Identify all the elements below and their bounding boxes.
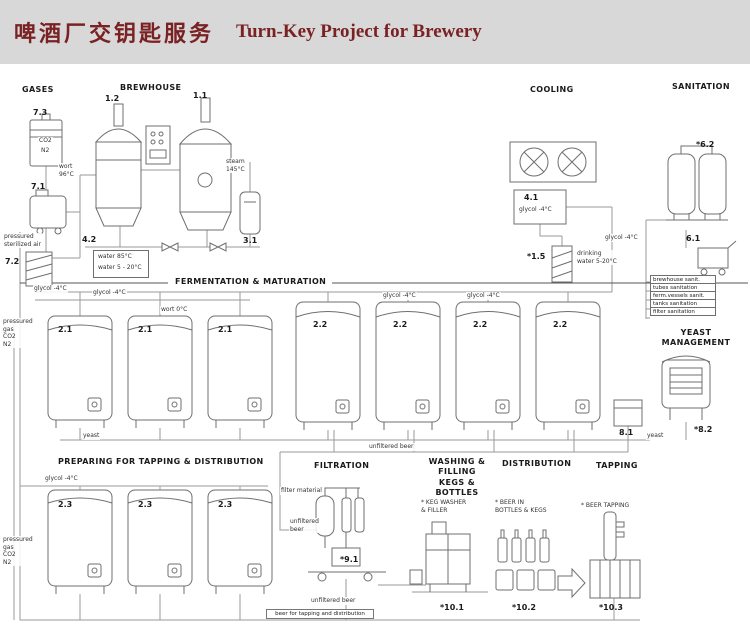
cooling-unit-vessel <box>509 141 597 183</box>
maturation-tank <box>455 301 521 431</box>
tank-label-2-1: 2.1 <box>218 325 233 334</box>
tank-label-2-2: 2.2 <box>393 320 408 329</box>
water-85-label: water 85°C <box>97 253 133 261</box>
sanitation-item: filter sanitation <box>650 307 716 316</box>
section-distribution: DISTRIBUTION <box>502 459 572 468</box>
beer-line-label: beer for tapping and distribution <box>266 609 374 619</box>
maturation-tank <box>375 301 441 431</box>
glycol-temp-label: glycol -4°C <box>33 285 68 293</box>
keg-washer-vessel <box>409 521 471 592</box>
tank-label-2-3: 2.3 <box>138 500 153 509</box>
section-brewhouse: BREWHOUSE <box>120 83 182 92</box>
water-treatment-vessel <box>551 245 573 283</box>
glycol-temp-label: glycol -4°C <box>604 234 639 242</box>
label-3-1: 3.1 <box>243 236 258 245</box>
beer-in-bottles-label: * BEER IN BOTTLES & KEGS <box>494 499 548 514</box>
tank-label-2-1: 2.1 <box>138 325 153 334</box>
co2-label: CO2 <box>38 137 53 145</box>
cip-station-vessel <box>666 145 728 221</box>
yeast-tank-vessel <box>661 355 711 420</box>
label-8-2: *8.2 <box>694 425 713 434</box>
tank-label-2-3: 2.3 <box>218 500 233 509</box>
steam-generator-vessel <box>239 191 261 235</box>
yeast-label: yeast <box>646 432 665 440</box>
bottles-and-kegs-vessel <box>495 529 556 591</box>
header: 啤酒厂交钥匙服务 Turn-Key Project for Brewery <box>0 0 750 64</box>
wort-cooler-vessel <box>25 251 53 287</box>
beer-tapping-vessel <box>589 511 641 599</box>
label-1-2: 1.2 <box>105 94 120 103</box>
steam-145-label: steam 145°C <box>225 158 246 173</box>
filter-material-label: filter material <box>280 487 323 495</box>
label-8-1: 8.1 <box>619 428 634 437</box>
label-10-3: *10.3 <box>599 603 623 612</box>
section-washing: WASHING & FILLING KEGS & BOTTLES <box>428 457 486 498</box>
sanitation-list: brewhouse sanit. tubes sanitation ferm.v… <box>650 275 716 316</box>
air-compressor-vessel <box>29 189 67 235</box>
section-gases: GASES <box>22 85 54 94</box>
tank-label-2-1: 2.1 <box>58 325 73 334</box>
keg-washer-label: * KEG WASHER & FILLER <box>420 499 468 514</box>
label-9-1: *9.1 <box>340 555 359 564</box>
filter-unit-vessel <box>308 487 386 582</box>
page-title-chinese: 啤酒厂交钥匙服务 <box>14 22 215 47</box>
glycol-temp-label: glycol -4°C <box>382 292 417 300</box>
section-tapping: TAPPING <box>596 461 638 470</box>
label-6-2: *6.2 <box>696 140 715 149</box>
n2-label: N2 <box>40 147 51 155</box>
beer-tapping-text-label: * BEER TAPPING <box>580 502 631 510</box>
section-cooling: COOLING <box>530 85 574 94</box>
unfiltered-beer-label: unfiltered beer <box>368 443 415 451</box>
label-7-3: 7.3 <box>33 108 48 117</box>
label-10-1: *10.1 <box>440 603 464 612</box>
pressured-gas-label: pressured gas CO2 N2 <box>2 318 34 348</box>
pressured-air-label: pressured sterilized air <box>3 233 43 248</box>
drinking-water-label: drinking water 5-20°C <box>576 250 618 265</box>
section-sanitation: SANITATION <box>672 82 730 91</box>
glycol-temp-label: glycol -4°C <box>92 289 127 297</box>
water-5-20-label: water 5 - 20°C <box>97 264 143 272</box>
label-1-1: 1.1 <box>193 91 208 100</box>
label-7-1: 7.1 <box>31 182 46 191</box>
section-fermentation: FERMENTATION & MATURATION <box>172 277 330 288</box>
control-panel <box>145 125 171 165</box>
valve-icons <box>161 242 227 252</box>
pressured-gas-label: pressured gas CO2 N2 <box>2 536 34 566</box>
tank-label-2-2: 2.2 <box>313 320 328 329</box>
section-filtration: FILTRATION <box>314 461 370 470</box>
mash-tun-vessel <box>94 103 143 227</box>
label-1-5: *1.5 <box>527 252 546 261</box>
wort-0-label: wort 0°C <box>160 306 189 314</box>
wort-96-label: wort 96°C <box>58 163 75 178</box>
page-title-english: Turn-Key Project for Brewery <box>236 21 482 42</box>
cip-trolley-vessel <box>697 240 737 276</box>
label-7-2: 7.2 <box>5 257 20 266</box>
tank-label-2-2: 2.2 <box>473 320 488 329</box>
water-temps-box <box>93 250 149 278</box>
label-6-1: 6.1 <box>686 234 701 243</box>
maturation-tank <box>295 301 361 431</box>
label-10-2: *10.2 <box>512 603 536 612</box>
label-4-2: 4.2 <box>82 235 97 244</box>
unfiltered-beer-label: unfiltered beer <box>310 597 357 605</box>
section-preparing: PREPARING FOR TAPPING & DISTRIBUTION <box>58 457 264 466</box>
tank-label-2-2: 2.2 <box>553 320 568 329</box>
maturation-tank <box>535 301 601 431</box>
section-yeast-management: YEAST MANAGEMENT <box>661 328 731 348</box>
tank-label-2-3: 2.3 <box>58 500 73 509</box>
yeast-label: yeast <box>82 432 101 440</box>
label-4-1: 4.1 <box>524 193 539 202</box>
glycol-temp-label: glycol -4°C <box>466 292 501 300</box>
glycol-temp-label: glycol -4°C <box>44 475 79 483</box>
unfiltered-beer-label: unfiltered beer <box>289 518 320 533</box>
glycol-temp-label: glycol -4°C <box>518 206 553 214</box>
yeast-pump-vessel <box>613 399 643 427</box>
flow-arrow <box>557 567 586 599</box>
brew-kettle-vessel <box>178 97 233 231</box>
